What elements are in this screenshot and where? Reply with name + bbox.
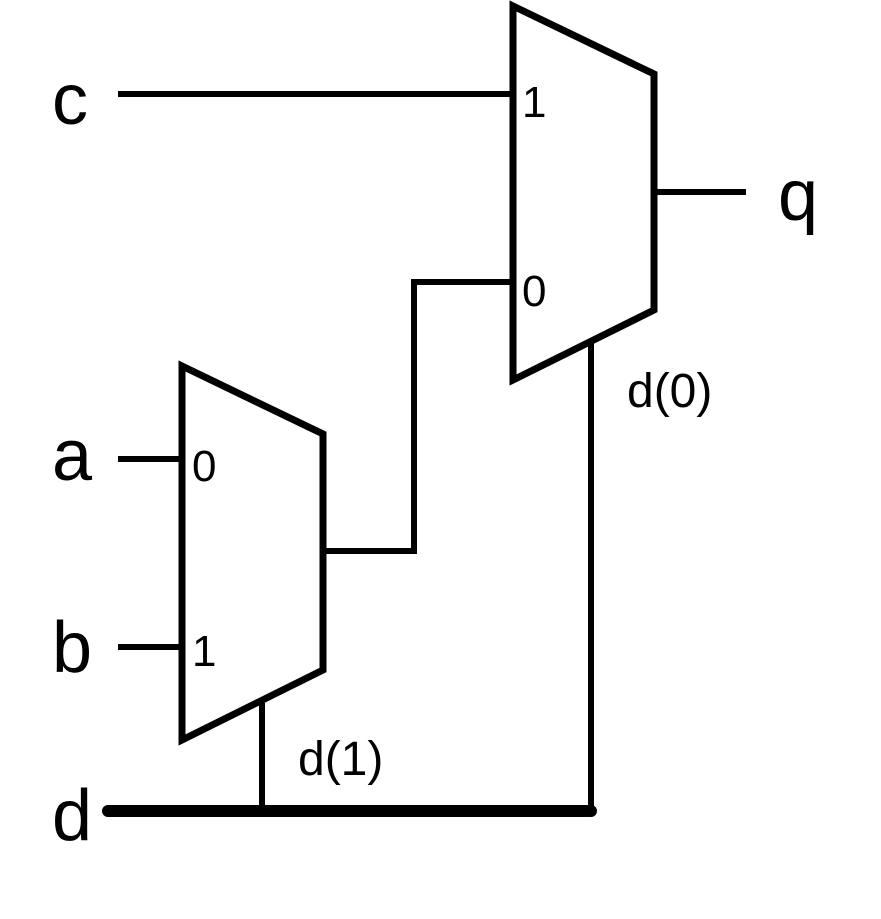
signal-label-b: b xyxy=(52,608,92,688)
signal-label-c: c xyxy=(52,60,88,140)
mux-bottom-input-0-label: 0 xyxy=(192,442,216,491)
mux-top-input-0-label: 0 xyxy=(522,267,546,316)
mux-top xyxy=(509,0,658,386)
mux-bottom-input-1-label: 1 xyxy=(192,627,216,676)
signal-label-a: a xyxy=(52,416,93,496)
mux-top-input-1-label: 1 xyxy=(522,78,546,127)
mux-bottom-select-label: d(1) xyxy=(298,733,383,786)
wire-mux-bottom-out-to-mux-top-input-0 xyxy=(323,279,513,554)
signal-label-d: d xyxy=(52,776,92,856)
signal-label-q: q xyxy=(778,156,818,236)
mux-bottom xyxy=(178,360,327,746)
mux-top-select-label: d(0) xyxy=(627,365,712,418)
